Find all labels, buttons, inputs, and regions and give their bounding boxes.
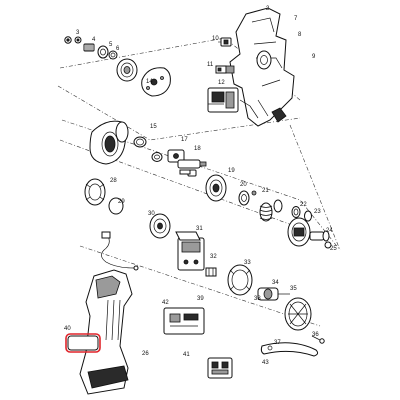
- label-3: 3: [76, 30, 80, 36]
- label-17: 17: [181, 137, 188, 143]
- label-10: 10: [212, 36, 219, 42]
- switch-part-43: [207, 357, 233, 379]
- label-6: 6: [116, 46, 120, 52]
- washer-part-24: [273, 199, 283, 213]
- sleeve-part-5: [97, 45, 109, 59]
- spring-part-23: [259, 202, 273, 222]
- label-20: 20: [240, 182, 247, 188]
- label-21: 21: [262, 188, 269, 194]
- strap-part-44: [260, 342, 319, 357]
- label-40: 40: [64, 326, 71, 332]
- label-33: 33: [244, 260, 251, 266]
- label-43: 43: [262, 360, 269, 366]
- part-numbers: 2 3 4 5 6 7 8 9 10 11 12 14 15 17 18 19 …: [64, 6, 337, 366]
- label-2: 2: [266, 6, 270, 12]
- label-38: 38: [254, 296, 261, 302]
- label-30: 30: [148, 211, 155, 217]
- fan-part-38: [284, 297, 312, 331]
- label-24: 24: [326, 228, 333, 234]
- housing-half-part-1: [229, 7, 295, 127]
- label-41: 41: [183, 352, 190, 358]
- label-32: 32: [210, 254, 217, 260]
- terminal-part-35: [205, 267, 217, 277]
- label-36: 36: [312, 332, 319, 338]
- ring-part-31: [84, 178, 106, 206]
- spring-part-4: [83, 43, 95, 52]
- label-12: 12: [218, 80, 225, 86]
- plate-part-33: [149, 213, 171, 239]
- controller-part-34: [177, 234, 205, 271]
- clip-part-17: [167, 149, 185, 163]
- label-part-40: [65, 333, 101, 353]
- label-37: 37: [274, 340, 281, 346]
- ring-part-26: [304, 210, 312, 222]
- bracket-part-41: [175, 231, 201, 241]
- gear-housing-part-12: [89, 120, 129, 165]
- label-35: 35: [290, 286, 297, 292]
- stator-part-36: [227, 264, 253, 296]
- motor-block-part-11: [207, 87, 239, 113]
- retainer-part-15: [151, 152, 163, 162]
- label-25: 25: [330, 246, 337, 252]
- label-39: 39: [197, 296, 204, 302]
- washer-part-32: [108, 197, 124, 215]
- label-19: 19: [228, 168, 235, 174]
- ball-part-22: [251, 190, 257, 196]
- label-31: 31: [196, 226, 203, 232]
- circuit-board-part-42: [163, 307, 205, 335]
- wire-harness: [101, 231, 139, 271]
- label-26: 26: [142, 351, 149, 357]
- housing-grip: [79, 269, 133, 395]
- hammer-part-28: [287, 217, 311, 247]
- label-14: 14: [146, 79, 153, 85]
- label-28: 28: [110, 178, 117, 184]
- label-9: 9: [312, 54, 316, 60]
- shaft-pin-part-19: [179, 169, 191, 175]
- gear-plate-part-7: [116, 58, 138, 82]
- label-5: 5: [109, 42, 113, 48]
- anvil-part-20: [205, 174, 227, 202]
- label-8: 8: [298, 32, 302, 38]
- screw-part-3: [74, 36, 82, 44]
- label-42: 42: [162, 300, 169, 306]
- label-22: 22: [300, 202, 307, 208]
- label-34: 34: [272, 280, 279, 286]
- ring-part-25: [291, 206, 301, 218]
- label-18: 18: [194, 146, 201, 152]
- washer-part-21: [238, 190, 250, 206]
- o-ring-part-14: [133, 136, 147, 148]
- label-4: 4: [92, 37, 96, 43]
- label-15: 15: [150, 124, 157, 130]
- label-29: 29: [118, 199, 125, 205]
- steel-ball-part-30: [324, 241, 332, 249]
- spindle-part-29: [309, 230, 330, 242]
- cover-part-8: [141, 67, 171, 97]
- switch-part-10: [215, 65, 235, 74]
- label-7: 7: [294, 16, 298, 22]
- rotor-part-37: [257, 287, 290, 301]
- connector-part-9: [218, 37, 232, 47]
- label-11: 11: [207, 62, 214, 68]
- ring-part-6: [108, 50, 118, 60]
- label-23: 23: [314, 209, 321, 215]
- screw-part-2: [64, 36, 72, 44]
- screw-part-39: [311, 335, 325, 344]
